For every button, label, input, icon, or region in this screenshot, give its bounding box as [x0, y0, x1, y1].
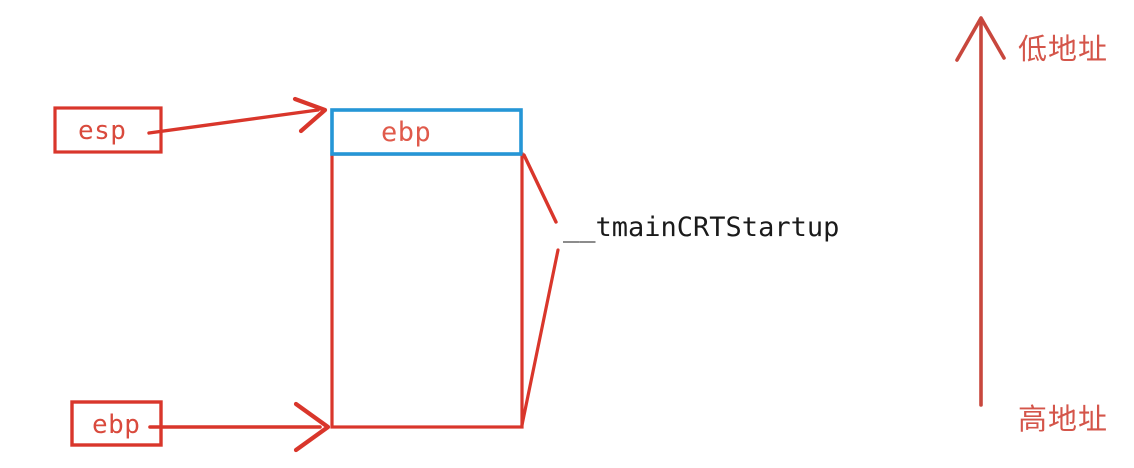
ebp-pointer-arrow [148, 401, 331, 453]
tmaincrtstartup-callout-lines [520, 153, 560, 427]
stack-frame-body-outline [330, 152, 524, 429]
ebp-register-box-outline [70, 400, 163, 447]
address-direction-arrow [955, 16, 1006, 407]
esp-register-box-outline [53, 106, 163, 154]
saved-ebp-slot-outline [330, 108, 523, 156]
esp-pointer-arrow [147, 96, 328, 135]
